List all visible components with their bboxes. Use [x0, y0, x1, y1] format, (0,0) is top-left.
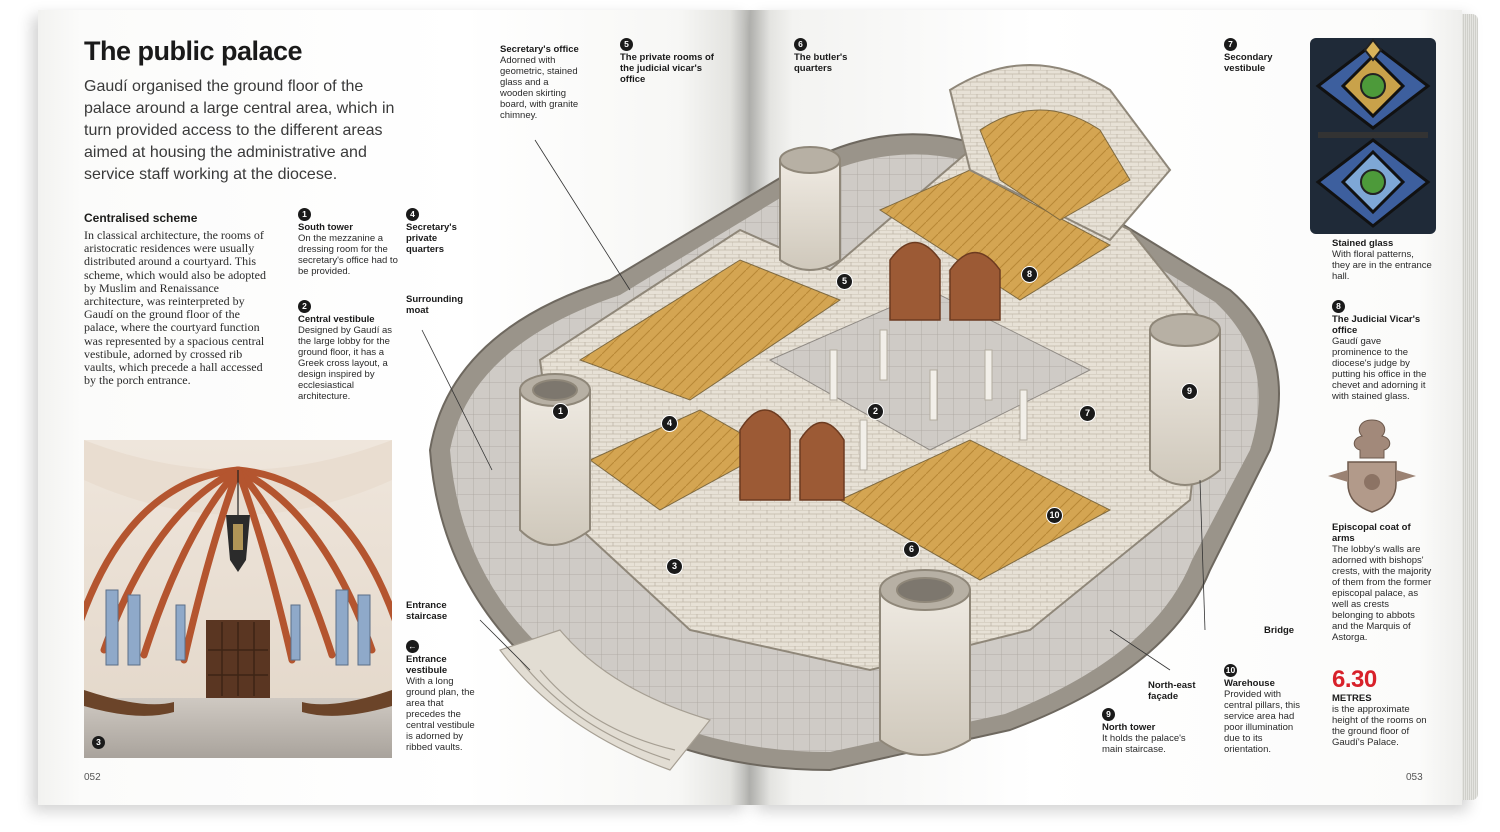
callout-text: It holds the palace's main staircase. [1102, 733, 1186, 755]
callout-text: Adorned with geometric, stained glass an… [500, 55, 579, 121]
callout-central-vestibule: 2 Central vestibule Designed by Gaudí as… [298, 300, 398, 402]
callout-judicial-vicar: 8 The Judicial Vicar's office Gaudí gave… [1332, 300, 1432, 402]
callout-number: 10 [1224, 664, 1237, 677]
callout-number: 1 [298, 208, 311, 221]
page-title: The public palace [84, 36, 303, 66]
callout-title: Stained glass [1332, 238, 1394, 249]
callout-coat-of-arms: Episcopal coat of arms The lobby's walls… [1332, 522, 1432, 643]
callout-title: North-east façade [1148, 680, 1196, 702]
callout-private-rooms: 5 The private rooms of the judicial vica… [620, 38, 720, 85]
callout-title: Secretary's private quarters [406, 222, 457, 255]
marker-7: 7 [1079, 405, 1096, 422]
height-unit: METRES [1332, 693, 1372, 704]
arrow-left-icon: ← [406, 640, 419, 653]
callout-surrounding-moat: Surrounding moat [406, 294, 476, 316]
callout-north-tower: 9 North tower It holds the palace's main… [1102, 708, 1192, 755]
callout-title: The private rooms of the judicial vicar'… [620, 52, 714, 85]
callout-title: North tower [1102, 722, 1156, 733]
callout-number: 9 [1102, 708, 1115, 721]
callout-butler: 6 The butler's quarters [794, 38, 874, 74]
callout-text: On the mezzanine a dressing room for the… [298, 233, 398, 277]
callout-north-east-facade: North-east façade [1148, 680, 1212, 702]
section-heading: Centralised scheme [84, 211, 198, 225]
callout-secretary-office: Secretary's office Adorned with geometri… [500, 44, 580, 121]
photo-number-badge: 3 [92, 736, 105, 749]
callout-bridge: Bridge [1264, 625, 1314, 636]
callout-title: South tower [298, 222, 353, 233]
callout-text: Designed by Gaudí as the large lobby for… [298, 325, 393, 402]
callout-title: Entrance vestibule [406, 654, 448, 676]
callout-title: Warehouse [1224, 678, 1275, 689]
callout-secretary-private: 4 Secretary's private quarters [406, 208, 476, 255]
callout-text: With a long ground plan, the area that p… [406, 676, 475, 753]
marker-8: 8 [1021, 266, 1038, 283]
callout-warehouse: 10 Warehouse Provided with central pilla… [1224, 664, 1306, 755]
coat-of-arms-illustration [1328, 419, 1416, 513]
callout-number: 6 [794, 38, 807, 51]
callout-text: The lobby's walls are adorned with bisho… [1332, 544, 1432, 643]
callout-south-tower: 1 South tower On the mezzanine a dressin… [298, 208, 398, 277]
callout-secondary-vestibule: 7 Secondary vestibule [1224, 38, 1294, 74]
callout-text: is the approximate height of the rooms o… [1332, 704, 1427, 748]
height-value: 6.30 [1332, 666, 1377, 693]
marker-6: 6 [903, 541, 920, 558]
section-body: In classical architecture, the rooms of … [84, 228, 266, 388]
callout-title: Central vestibule [298, 314, 375, 325]
callout-title: Surrounding moat [406, 294, 463, 316]
callout-text: Provided with central pillars, this serv… [1224, 689, 1301, 755]
callout-title: The butler's quarters [794, 52, 848, 74]
callout-title: Episcopal coat of arms [1332, 522, 1411, 544]
hall-photo-illustration [84, 440, 392, 758]
intro-text: Gaudí organised the ground floor of the … [84, 78, 395, 183]
callout-number: 5 [620, 38, 633, 51]
folio-right: 053 [1406, 772, 1423, 783]
callout-text: With floral patterns, they are in the en… [1332, 249, 1432, 282]
callout-text: Gaudí gave prominence to the diocese's j… [1332, 336, 1427, 402]
callout-number: 8 [1332, 300, 1345, 313]
stained-glass-illustration [1310, 38, 1436, 234]
marker-9: 9 [1181, 383, 1198, 400]
marker-10: 10 [1046, 507, 1063, 524]
callout-height: METRES is the approximate height of the … [1332, 693, 1432, 748]
callout-stained-glass: Stained glass With floral patterns, they… [1332, 238, 1432, 282]
callout-title: Bridge [1264, 625, 1295, 636]
callout-title: The Judicial Vicar's office [1332, 314, 1421, 336]
callout-title: Secretary's office [500, 44, 579, 55]
callout-entrance-vestibule: ← Entrance vestibule With a long ground … [406, 640, 482, 753]
callout-number: 4 [406, 208, 419, 221]
marker-2: 2 [867, 403, 884, 420]
folio-left: 052 [84, 772, 101, 783]
callout-title: Entrance staircase [406, 600, 448, 622]
callout-number: 7 [1224, 38, 1237, 51]
hall-photo: 3 [84, 440, 392, 758]
marker-3: 3 [666, 558, 683, 575]
page-edges [1462, 14, 1478, 800]
callout-number: 2 [298, 300, 311, 313]
marker-5: 5 [836, 273, 853, 290]
marker-4: 4 [661, 415, 678, 432]
callout-entrance-staircase: Entrance staircase [406, 600, 476, 622]
marker-1: 1 [552, 403, 569, 420]
palace-cutaway-illustration [421, 64, 1280, 772]
callout-title: Secondary vestibule [1224, 52, 1273, 74]
